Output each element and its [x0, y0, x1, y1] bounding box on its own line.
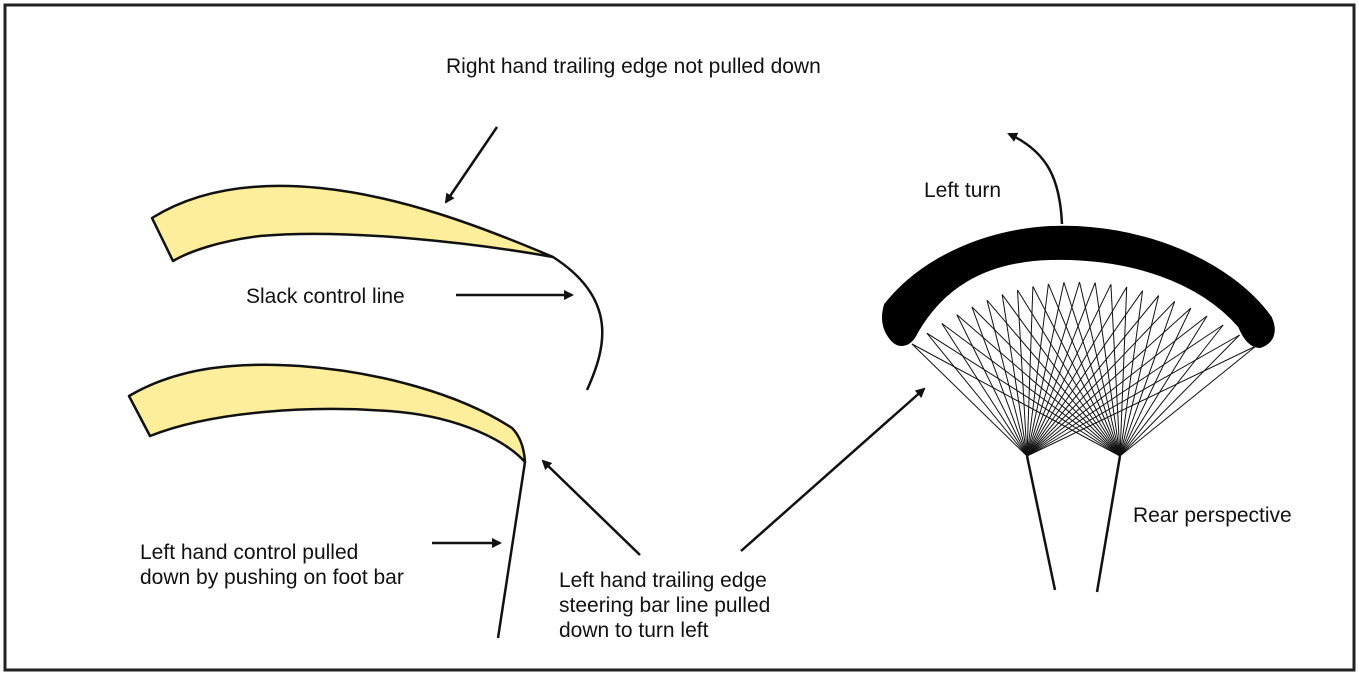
suspension-line — [1119, 315, 1208, 457]
suspension-line — [971, 306, 1028, 457]
label-left-trailing-edge: Left hand trailing edge steering bar lin… — [559, 568, 770, 643]
suspension-line — [956, 314, 1121, 457]
suspension-lines — [911, 281, 1257, 457]
suspension-line — [1026, 315, 1208, 457]
suspension-line — [1017, 289, 1028, 457]
suspension-line — [1026, 286, 1034, 457]
suspension-line — [1001, 294, 1121, 457]
label-left-turn: Left turn — [924, 179, 1002, 202]
suspension-line — [926, 332, 1028, 457]
suspension-line — [1026, 300, 1176, 457]
suspension-line — [1119, 324, 1224, 457]
label-left-hand-control-line-1: Left hand control pulled — [140, 541, 359, 564]
label-left-hand-control-line-2: down by pushing on foot bar — [140, 566, 404, 589]
label-rear-perspective: Rear perspective — [1133, 504, 1292, 527]
paraglider-canopy — [882, 225, 1275, 348]
suspension-line — [1026, 283, 1049, 457]
arrow-to-canopy — [740, 387, 926, 552]
taut-control-line — [496, 461, 527, 639]
suspension-line — [971, 306, 1121, 457]
suspension-line — [941, 323, 1028, 457]
suspension-line — [1094, 282, 1121, 457]
suspension-line — [1119, 295, 1160, 457]
frame-border — [3, 3, 1356, 672]
label-left-hand-control: Left hand control pulled down by pushing… — [140, 540, 404, 590]
suspension-line — [1110, 284, 1121, 457]
suspension-line — [956, 314, 1028, 457]
suspension-line — [1026, 345, 1257, 457]
label-right-trailing-edge: Right hand trailing edge not pulled down — [446, 55, 821, 78]
suspension-line — [1026, 281, 1080, 457]
suspension-line — [911, 343, 1121, 457]
label-left-trailing-edge-line-3: down to turn left — [559, 619, 709, 642]
suspension-line — [1026, 282, 1096, 457]
airfoil-lower — [127, 363, 527, 464]
suspension-line — [1026, 284, 1112, 457]
arrow-right-trailing-edge — [444, 126, 499, 204]
label-left-trailing-edge-line-1: Left hand trailing edge — [559, 569, 767, 592]
suspension-line — [1026, 324, 1224, 457]
suspension-line — [1001, 294, 1028, 457]
label-slack-control-line: Slack control line — [246, 285, 405, 308]
suspension-line — [1026, 290, 1144, 457]
suspension-line — [1047, 283, 1121, 457]
suspension-line — [1079, 281, 1121, 457]
slack-control-line — [552, 255, 604, 391]
suspension-line — [1063, 282, 1121, 457]
suspension-line — [941, 322, 1121, 457]
suspension-line — [1032, 286, 1121, 457]
suspension-line — [1119, 345, 1257, 457]
suspension-line — [1119, 307, 1192, 457]
suspension-line — [926, 332, 1121, 457]
suspension-line — [986, 299, 1121, 457]
suspension-line — [986, 300, 1028, 457]
suspension-line — [911, 343, 1028, 457]
airfoil-upper — [150, 184, 555, 263]
suspension-line — [1119, 301, 1176, 457]
suspension-line — [1026, 295, 1159, 457]
suspension-line — [1119, 334, 1240, 457]
label-left-trailing-edge-line-2: steering bar line pulled — [559, 594, 771, 617]
suspension-line — [1119, 286, 1128, 457]
arrow-left-turn — [1007, 132, 1064, 225]
arrow-left-trailing-edge — [541, 459, 641, 556]
suspension-line — [1119, 290, 1144, 457]
right-riser — [1095, 455, 1122, 593]
suspension-line — [1026, 334, 1240, 457]
left-riser — [1025, 455, 1057, 591]
suspension-line — [1017, 289, 1121, 457]
